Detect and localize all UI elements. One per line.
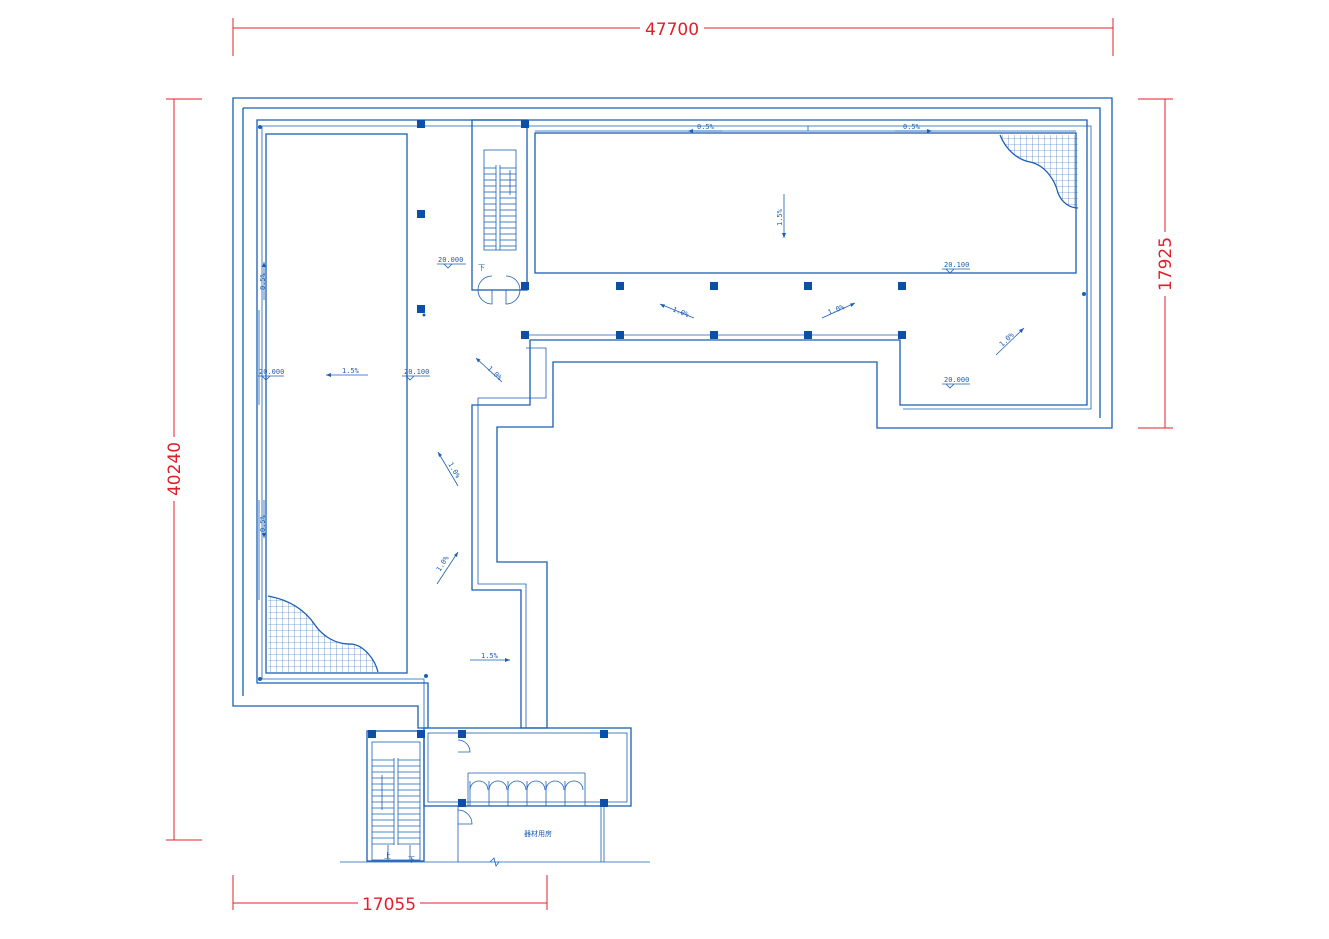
svg-text:1.0%: 1.0% (671, 305, 690, 319)
slope-left-a: 0.5% (259, 262, 267, 300)
column (616, 282, 624, 290)
stair-top: 下 (471, 119, 528, 305)
column (368, 730, 376, 738)
column (616, 331, 624, 339)
slope-corridor-a: 1.0% (475, 357, 504, 383)
elevation-stair-landing: 20.000 (437, 256, 466, 269)
column (417, 730, 425, 738)
stair-top-down-label: 下 (478, 264, 485, 272)
svg-text:0.5%: 0.5% (259, 272, 267, 290)
slope-deck-c: 1.0% (995, 327, 1025, 356)
svg-text:1.0%: 1.0% (486, 365, 504, 383)
stall-door (545, 780, 565, 791)
svg-text:20.100: 20.100 (404, 368, 429, 376)
stall-door (488, 780, 508, 791)
column (804, 331, 812, 339)
dimension-top: 47700 (232, 18, 1114, 56)
equipment-room-label: 器材用房 (524, 829, 552, 838)
svg-text:1.0%: 1.0% (827, 303, 846, 317)
column (710, 331, 718, 339)
equipment-room: 器材用房 (340, 727, 650, 867)
column (521, 331, 529, 339)
drain-points (258, 125, 1086, 681)
elevation-marks: 20.000 20.100 20.000 20.100 20.000 (258, 256, 970, 389)
dimension-bottom: 17055 (232, 875, 548, 915)
slope-marks: 0.5% 0.5% 1.5% 1.0% 1.0% 1.0% (259, 123, 1025, 662)
elevation-left-pool-left: 20.000 (258, 368, 284, 381)
slope-deck-b: 1.0% (821, 302, 856, 319)
column (521, 120, 529, 128)
column (600, 730, 608, 738)
svg-text:20.000: 20.000 (438, 256, 463, 264)
pool-corner-grid-bottom-left (267, 595, 379, 673)
slope-left-b: 0.5% (259, 500, 267, 538)
svg-text:1.5%: 1.5% (776, 208, 784, 226)
svg-text:20.000: 20.000 (944, 376, 969, 384)
slope-top-pool-center: 1.5% (776, 194, 786, 238)
dimension-overall-height: 40240 (165, 442, 185, 496)
column (898, 331, 906, 339)
slope-left-pool-center: 1.5% (326, 367, 368, 377)
dimension-right-wing-height: 17925 (1156, 237, 1176, 291)
svg-text:1.0%: 1.0% (435, 554, 451, 573)
slope-bottom: 1.5% (470, 652, 510, 662)
svg-text:0.5%: 0.5% (697, 123, 715, 131)
stall-door (469, 780, 489, 791)
structural-columns (368, 120, 906, 807)
slope-top-a: 0.5% (688, 123, 722, 133)
slope-top-b: 0.5% (895, 123, 932, 133)
elevation-top-pool-edge: 20.100 (942, 261, 970, 274)
top-pool (534, 126, 1077, 274)
svg-text:1.0%: 1.0% (998, 331, 1016, 349)
stair-bottom-down-label: 下 (408, 856, 415, 864)
svg-text:20.100: 20.100 (944, 261, 969, 269)
column (521, 282, 529, 290)
column (417, 210, 425, 218)
dimension-right: 17925 (1138, 98, 1176, 429)
stair-bottom-up-label: 上 (384, 851, 391, 860)
dimension-overall-width: 47700 (645, 20, 699, 40)
elevation-right-corner: 20.000 (942, 376, 970, 389)
svg-text:0.5%: 0.5% (903, 123, 921, 131)
stall-door (526, 780, 546, 791)
slope-deck-a: 1.0% (659, 303, 695, 319)
svg-text:0.5%: 0.5% (259, 514, 267, 532)
elevation-left-pool-right: 20.100 (402, 368, 430, 381)
column (710, 282, 718, 290)
column (898, 282, 906, 290)
slope-corridor-c: 1.0% (435, 551, 459, 585)
column (458, 799, 466, 807)
slope-corridor-b: 1.0% (437, 451, 462, 487)
column (417, 120, 425, 128)
column (600, 799, 608, 807)
svg-text:20.000: 20.000 (259, 368, 284, 376)
pool-corner-grid-top-right (999, 134, 1079, 209)
stall-door (507, 780, 527, 791)
svg-text:1.5%: 1.5% (481, 652, 499, 660)
svg-text:1.5%: 1.5% (342, 367, 360, 375)
dimension-left: 40240 (164, 98, 202, 841)
stall-door (564, 780, 584, 791)
building-outline (232, 97, 1113, 729)
stair-bottom: 上 下 (366, 730, 425, 864)
left-pool (258, 133, 408, 674)
dimension-bottom-left-width: 17055 (362, 895, 416, 915)
column (804, 282, 812, 290)
column (458, 730, 466, 738)
column (417, 305, 425, 313)
